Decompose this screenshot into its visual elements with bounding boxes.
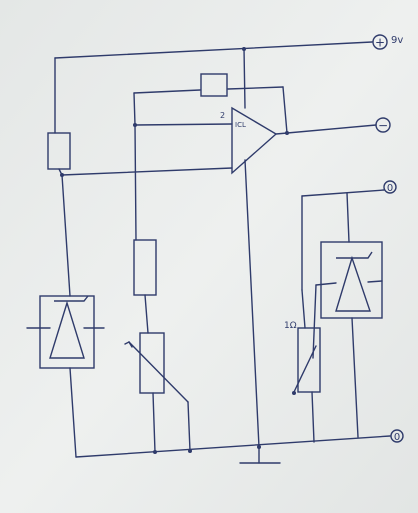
positive-rail xyxy=(54,41,373,134)
supply-voltage-label: 9v xyxy=(391,35,403,46)
right-top-wire xyxy=(301,189,385,329)
potentiometer-label: 1Ω xyxy=(284,321,297,331)
junction-dot xyxy=(285,131,289,135)
central-ground-wire xyxy=(239,47,281,464)
positive-terminal-symbol: + xyxy=(375,36,385,50)
middle-potentiometer xyxy=(124,332,189,403)
zero-terminal-bottom: 0 xyxy=(390,429,404,443)
op-amp: 2 ICL xyxy=(220,106,278,175)
left-zener-diode xyxy=(26,295,105,369)
op-amp-pin-label: 2 xyxy=(220,111,225,120)
negative-terminal-symbol: − xyxy=(378,119,388,133)
right-potentiometer: 1Ω xyxy=(284,321,321,395)
negative-terminal: − xyxy=(375,117,391,133)
op-amp-name-label: ICL xyxy=(235,121,246,129)
zero-terminal-bottom-label: 0 xyxy=(394,432,400,443)
zero-terminal-top: 0 xyxy=(383,180,397,194)
zero-terminal-top-label: 0 xyxy=(387,183,393,194)
bottom-rail xyxy=(75,435,391,458)
positive-terminal: + 9v xyxy=(372,34,403,50)
feedback-resistor xyxy=(200,73,228,97)
feedback-wire xyxy=(133,86,288,134)
